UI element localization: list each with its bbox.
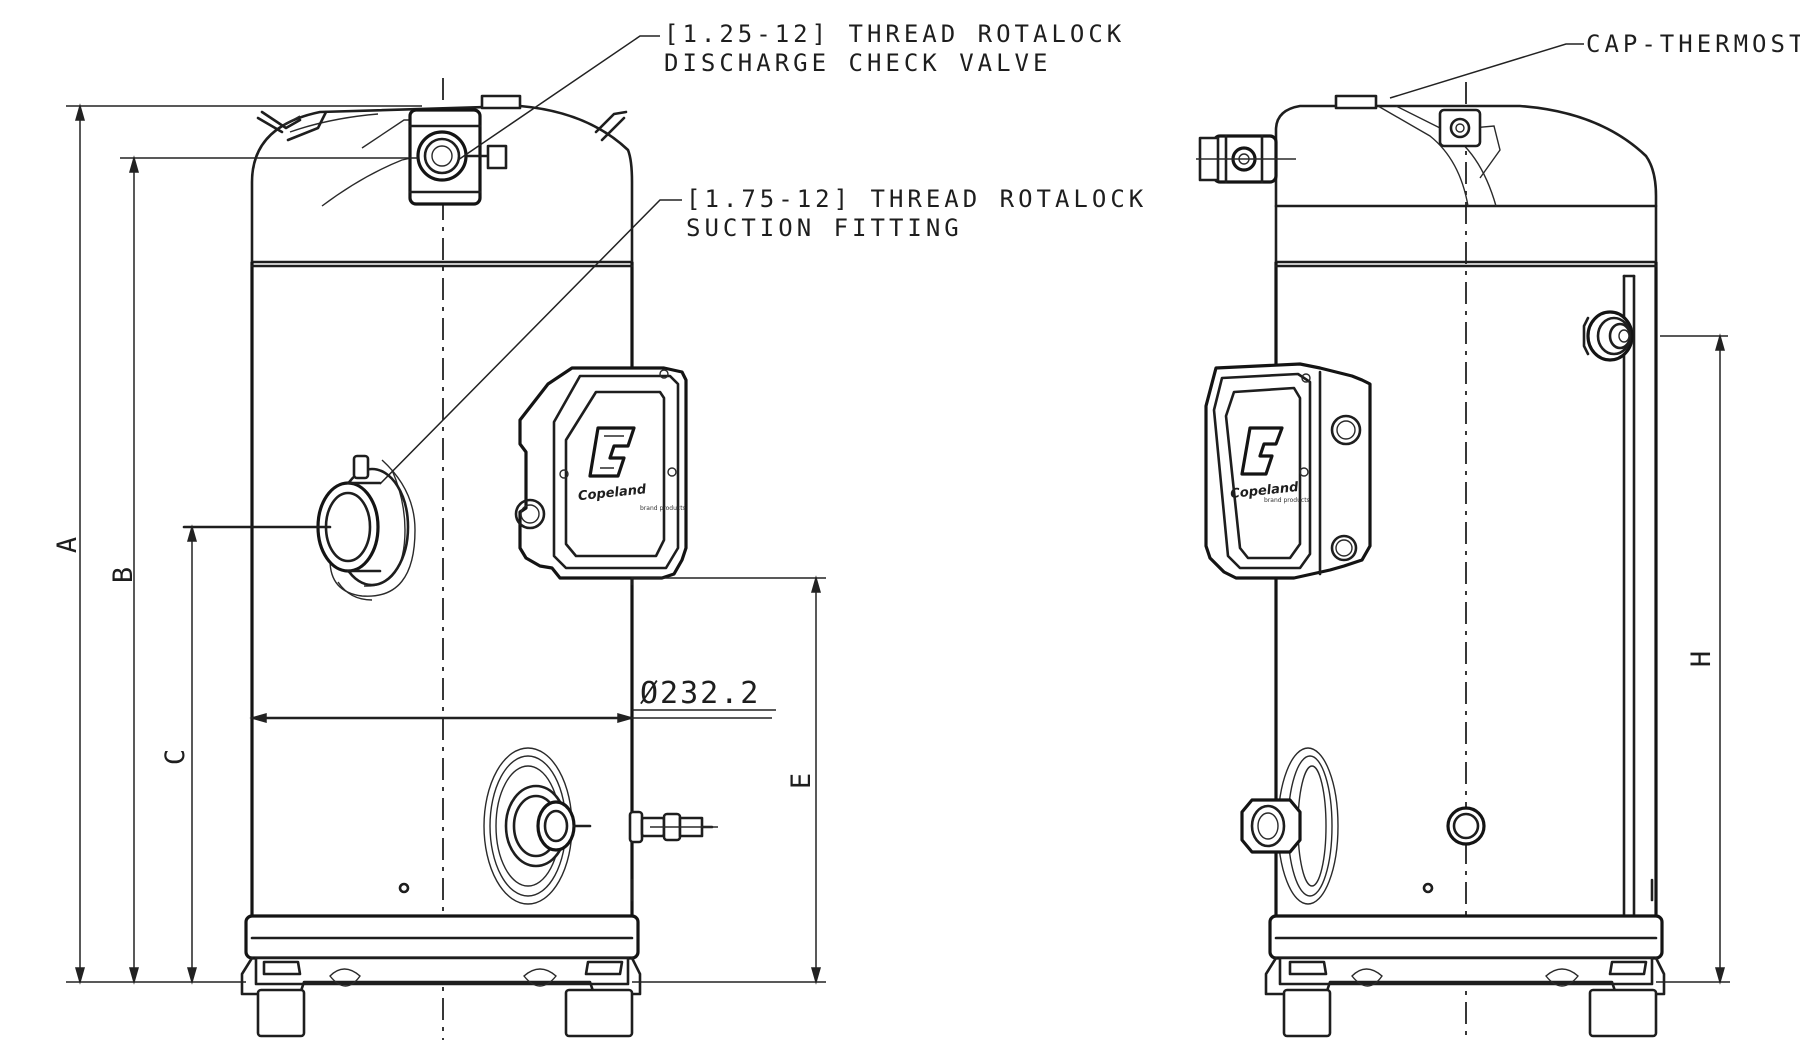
- suction-callout: [1.75-12] THREAD ROTALOCK SUCTION FITTIN…: [686, 185, 1147, 243]
- front-terminal-box: Copeland brand products: [514, 366, 688, 586]
- cap-thermostat-leader: [1389, 43, 1584, 99]
- suction-fitting: [182, 454, 416, 601]
- side-dome: [1274, 104, 1658, 264]
- svg-text:brand products: brand products: [1264, 497, 1310, 504]
- dimension-e-label: E: [786, 772, 817, 790]
- side-brand-logo: Copeland: [1230, 480, 1300, 502]
- dimension-a-label: A: [52, 536, 83, 554]
- front-lower-fitting: [483, 747, 592, 905]
- side-view: Copeland brand products: [1196, 43, 1730, 1040]
- front-base: [240, 914, 642, 1038]
- dimension-h-label: H: [1686, 650, 1717, 668]
- discharge-check-valve: [408, 108, 508, 206]
- front-view: Copeland brand products: [66, 35, 826, 1040]
- side-terminal-box: Copeland brand products: [1204, 362, 1372, 580]
- side-upper-fitting: [1582, 310, 1728, 362]
- front-brand-logo: Copeland: [577, 482, 647, 504]
- cap-thermostat: [1334, 94, 1378, 110]
- suction-callout-line2: SUCTION FITTING: [686, 214, 963, 242]
- dimension-c-label: C: [160, 748, 191, 766]
- side-dimension-h: [1656, 333, 1730, 985]
- front-process-valve: [628, 810, 718, 844]
- front-dome: [250, 104, 634, 264]
- cap-thermostat-label: CAP-THERMOSTAT: [1586, 30, 1800, 58]
- discharge-callout-line2: DISCHARGE CHECK VALVE: [664, 49, 1052, 77]
- dimension-b-label: B: [108, 566, 139, 584]
- side-base: [1264, 914, 1666, 1038]
- side-lower-fitting: [1240, 747, 1339, 905]
- discharge-callout-line1: [1.25-12] THREAD ROTALOCK: [664, 20, 1126, 48]
- front-leader-lines: [379, 35, 776, 711]
- diameter-label: Ø232.2: [640, 676, 761, 711]
- side-oil-plug: [1446, 806, 1486, 846]
- suction-callout-line1: [1.75-12] THREAD ROTALOCK: [686, 185, 1148, 213]
- discharge-callout: [1.25-12] THREAD ROTALOCK DISCHARGE CHEC…: [664, 20, 1125, 78]
- side-discharge-valve: [1196, 134, 1296, 184]
- svg-text:brand products: brand products: [640, 505, 686, 512]
- front-dimensions: [66, 103, 826, 985]
